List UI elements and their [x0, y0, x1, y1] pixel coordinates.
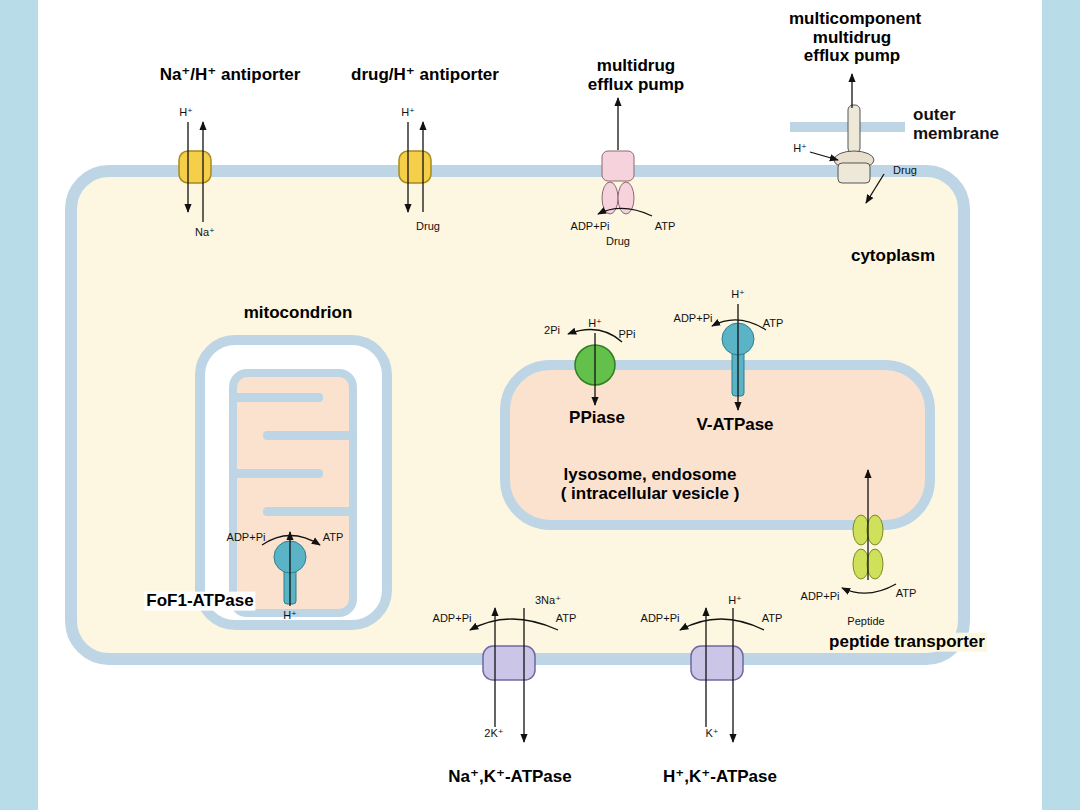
- fo-outline: [272, 540, 308, 606]
- pump-outline: [598, 150, 638, 216]
- ion-label: ADP+Pi: [801, 590, 840, 602]
- node-shape: lysosome, endosome ( intracellular vesic…: [500, 360, 935, 530]
- node-shape: FoF1-ATPase: [272, 540, 308, 606]
- node-shape: peptide transporter: [848, 513, 888, 581]
- ion-label: K⁺: [705, 727, 718, 739]
- ion-label: ATP: [556, 612, 577, 624]
- ion-label: Drug: [606, 235, 630, 247]
- ion-label: ADP+Pi: [641, 612, 680, 624]
- ion-label: H⁺: [728, 594, 742, 606]
- ion-label: H⁺: [401, 106, 415, 118]
- ion-label: Na⁺: [195, 226, 215, 238]
- ion-label: H⁺: [283, 609, 297, 621]
- node-shape: PPiase: [573, 343, 617, 387]
- ion-label: H⁺: [179, 106, 193, 118]
- ion-label: ATP: [655, 220, 676, 232]
- membrane-label: outer membrane: [913, 106, 1023, 143]
- node-label: drug/H⁺ antiporter: [351, 66, 499, 85]
- ion-label: ATP: [763, 317, 784, 329]
- node-shape: H⁺,K⁺-ATPase: [690, 645, 744, 681]
- node-shape: multicomponent multidrug efflux pump: [828, 105, 878, 183]
- v-outline: [720, 322, 756, 398]
- ion-label: ADP+Pi: [571, 220, 610, 232]
- ppi-outline: [573, 343, 617, 387]
- ion-label: ADP+Pi: [674, 312, 713, 324]
- ion-label: ADP+Pi: [433, 612, 472, 624]
- node-label: multicomponent multidrug efflux pump: [789, 10, 915, 66]
- node-shape: drug/H⁺ antiporter: [398, 150, 432, 184]
- node-label: V-ATPase: [696, 416, 773, 435]
- node-label: FoF1-ATPase: [144, 592, 255, 611]
- ion-label: ATP: [323, 531, 344, 543]
- node-shape: V-ATPase: [720, 322, 756, 398]
- panel: [38, 0, 1042, 810]
- node-shape: Na⁺/H⁺ antiporter: [178, 150, 212, 184]
- node-label: Na⁺,K⁺-ATPase: [448, 768, 571, 787]
- ion-label: Peptide: [847, 615, 884, 627]
- node-shape: multidrug efflux pump: [598, 150, 638, 216]
- multi-outline: [828, 105, 878, 183]
- node-label: H⁺,K⁺-ATPase: [663, 768, 777, 787]
- atp-outline: [690, 645, 744, 681]
- ion-label: 2Pi: [544, 324, 560, 336]
- ion-label: Drug: [893, 164, 917, 176]
- lyso-outline: [500, 360, 935, 530]
- node-label: multidrug efflux pump: [584, 57, 689, 94]
- ion-label: ATP: [896, 587, 917, 599]
- ion-label: ATP: [762, 612, 783, 624]
- node-label: Na⁺/H⁺ antiporter: [160, 66, 301, 85]
- ion-label: H⁺: [731, 288, 745, 300]
- ion-label: 3Na⁺: [535, 594, 561, 606]
- ion-label: PPi: [618, 328, 635, 340]
- node-label: peptide transporter: [827, 633, 987, 652]
- node-label: lysosome, endosome ( intracellular vesic…: [561, 466, 740, 503]
- ion-label: H⁺: [793, 142, 807, 154]
- atp-outline: [482, 645, 536, 681]
- node-label: mitocondrion: [244, 304, 353, 323]
- node-label: PPiase: [569, 409, 625, 428]
- node-label: cytoplasm: [851, 247, 935, 266]
- anti-outline: [398, 150, 432, 184]
- anti-outline: [178, 150, 212, 184]
- ion-label: ADP+Pi: [227, 531, 266, 543]
- node-shape: mitocondrionFoF1-ATPase: [195, 335, 392, 630]
- ion-label: H⁺: [588, 317, 602, 329]
- ion-label: Drug: [416, 220, 440, 232]
- node-shape: Na⁺,K⁺-ATPase: [482, 645, 536, 681]
- pep-outline: [848, 513, 888, 581]
- ion-label: 2K⁺: [484, 727, 503, 739]
